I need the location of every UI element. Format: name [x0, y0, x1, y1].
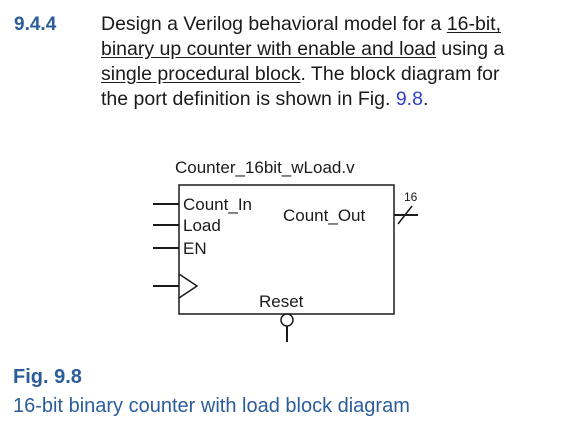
line-1-underlined: 16-bit, [446, 13, 501, 35]
clock-icon [178, 273, 199, 299]
port-load-label: Load [183, 216, 221, 235]
line-2-underlined: binary up counter with enable and load [101, 38, 436, 60]
line-1-text: Design a Verilog behavioral model for a [101, 13, 447, 35]
module-name: Counter_16bit_wLoad.v [175, 158, 355, 177]
reset-inversion-bubble-icon [280, 313, 294, 327]
problem-line-2: binary up counter with enable and load u… [101, 37, 571, 62]
bus-width-label: 16 [404, 190, 418, 204]
problem-number: 9.4.4 [14, 14, 57, 35]
problem-line-3: single procedural block. The block diagr… [101, 62, 571, 87]
problem-line-4: the port definition is shown in Fig. 9.8… [101, 87, 571, 112]
figure-reference-link[interactable]: 9.8 [395, 88, 423, 110]
problem-statement: Design a Verilog behavioral model for a … [101, 12, 571, 112]
bus-width-slash-icon [397, 205, 413, 225]
figure-caption: 16-bit binary counter with load block di… [13, 395, 410, 417]
port-count-in-label: Count_In [183, 195, 252, 214]
figure-title: Fig. 9.8 [13, 366, 82, 388]
line-4-end: . [422, 88, 429, 110]
line-4-text: the port definition is shown in Fig. [101, 88, 396, 110]
problem-line-1: Design a Verilog behavioral model for a … [101, 12, 571, 37]
port-en-label: EN [183, 239, 207, 258]
line-2-text: using a [436, 38, 505, 60]
line-3-underlined: single procedural block [101, 63, 301, 85]
port-reset-label: Reset [259, 292, 304, 311]
line-3-text: . The block diagram for [300, 63, 500, 85]
port-count-out-label: Count_Out [283, 206, 365, 225]
